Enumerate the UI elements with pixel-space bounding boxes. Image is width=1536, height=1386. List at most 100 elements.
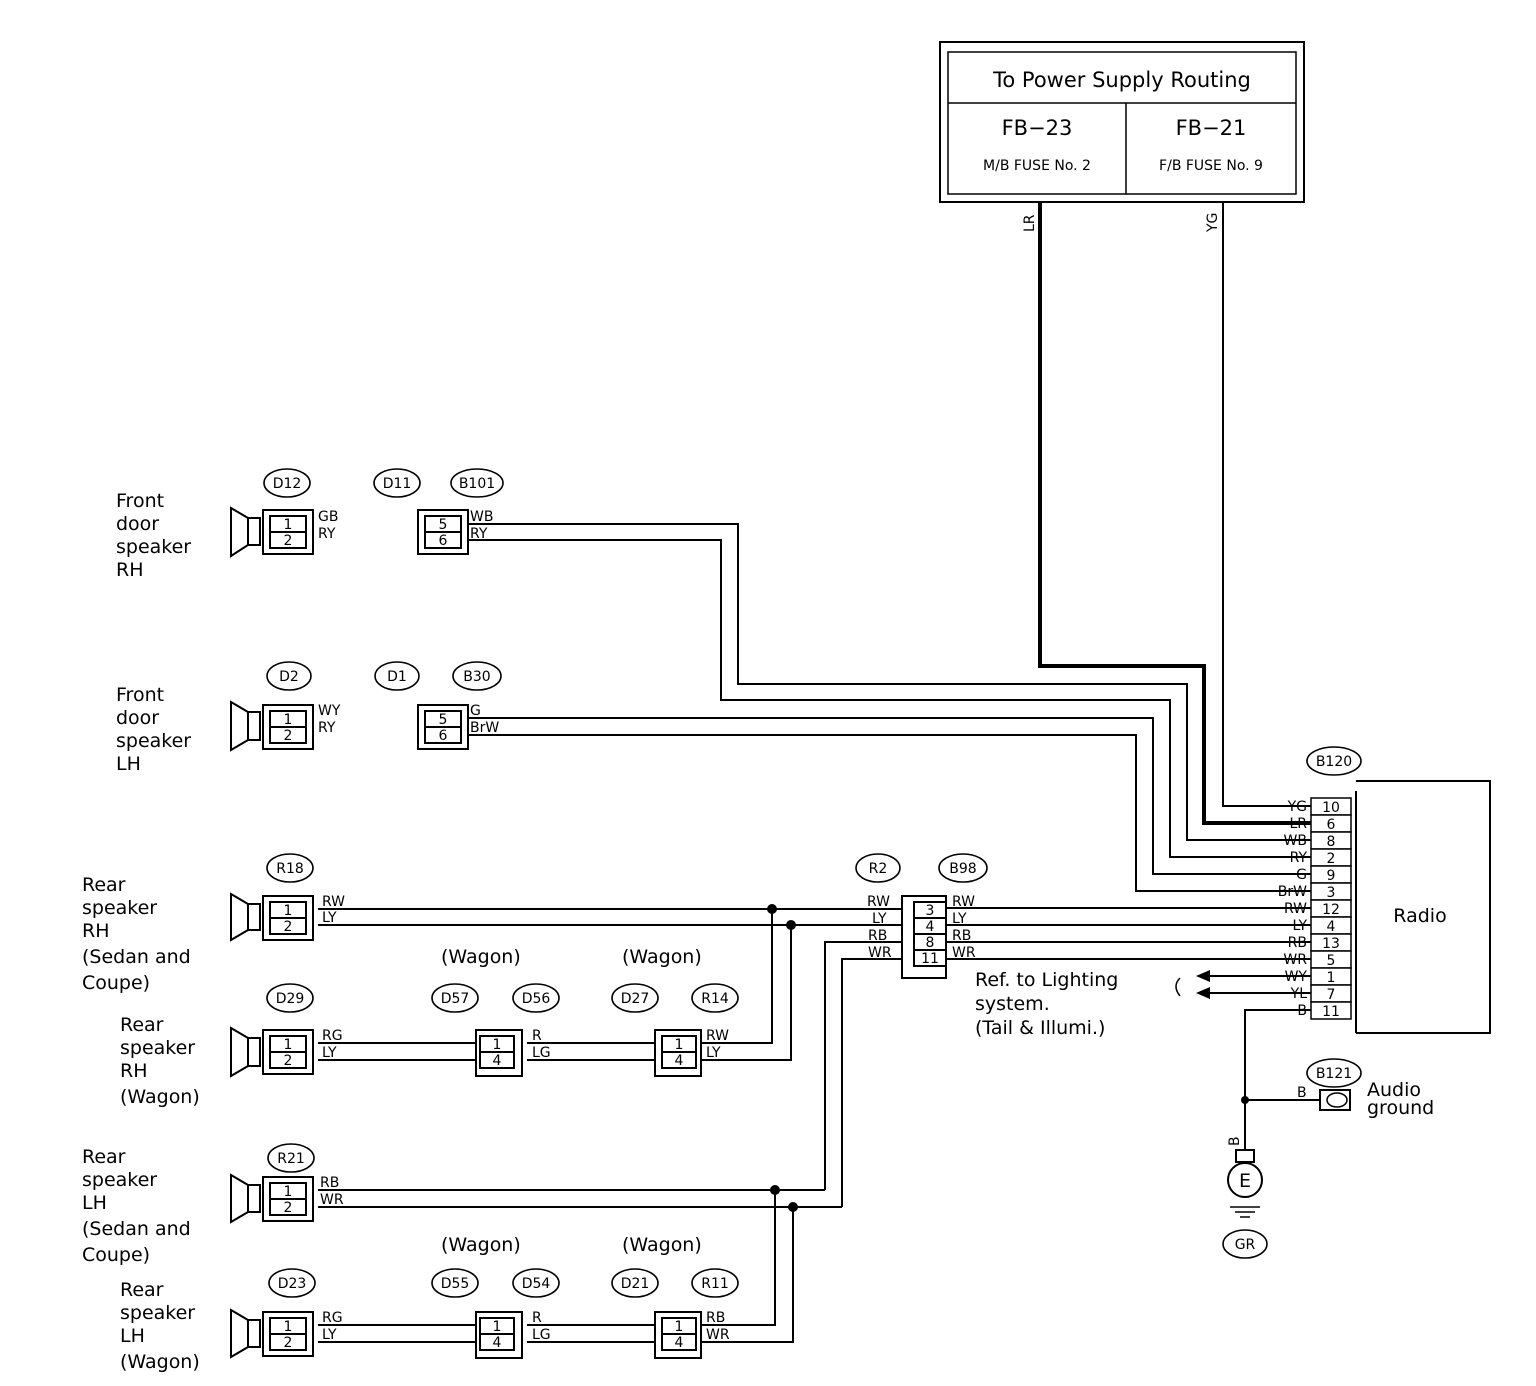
speaker-icons (230, 506, 261, 1359)
wagon-label: (Wagon) (441, 946, 521, 968)
audio-ground-label: Audio ground (1367, 1079, 1434, 1119)
speaker-front-lh-icon (230, 700, 261, 752)
svg-text:R2: R2 (869, 861, 888, 877)
connector-d23-block: 1 2 (262, 1311, 314, 1357)
speaker-rear-lh-sedan-label: Rear speaker LH (Sedan and Coupe) (82, 1146, 197, 1266)
radio-unit: Radio (1355, 780, 1491, 1034)
connector-d21-r11-block: 1 4 (654, 1311, 702, 1359)
svg-text:B121: B121 (1316, 1066, 1352, 1082)
svg-text:4: 4 (926, 919, 935, 935)
svg-text:1: 1 (284, 903, 293, 919)
radio-wire-color: WB (1284, 833, 1307, 849)
connector-ids: D12 D11 B101 D2 D1 B30 R18 R2 B98 D29 D5… (263, 468, 1362, 1298)
wire-label: LG (532, 1327, 551, 1343)
svg-text:3: 3 (926, 903, 935, 919)
power-supply-box: To Power Supply Routing FB−23 M/B FUSE N… (939, 41, 1305, 203)
svg-text:1: 1 (284, 712, 293, 728)
radio-wire-color: WR (1283, 952, 1307, 968)
radio-pin-number: 2 (1327, 851, 1336, 867)
svg-text:D27: D27 (621, 991, 650, 1007)
connector-d55-id: D55 (431, 1268, 479, 1298)
radio-pin-row: 6 LR (1289, 814, 1352, 833)
radio-wire-color: G (1296, 867, 1307, 883)
connector-r18-block: 1 2 (262, 895, 314, 941)
radio-pin-row: 8 WB (1284, 831, 1352, 850)
radio-wire-color: YL (1290, 986, 1308, 1002)
speaker-wires (467, 523, 1320, 1150)
svg-text:2: 2 (284, 1053, 293, 1069)
svg-text:B30: B30 (463, 669, 490, 685)
wire-label: LY (322, 910, 337, 926)
connector-b101-id: B101 (450, 468, 504, 498)
wire-label: GB (318, 509, 338, 525)
svg-text:D55: D55 (441, 1276, 470, 1292)
radio-wire-color: RY (1290, 850, 1308, 866)
fb23-label: FB−23 (1002, 116, 1073, 140)
lighting-reference: Ref. to Lighting system. (Tail & Illumi.… (975, 969, 1181, 1039)
connector-b101-block: 5 6 (417, 509, 469, 555)
radio-pin-number: 8 (1327, 834, 1336, 850)
wire-label: RG (322, 1028, 343, 1044)
ground-e-label: E (1239, 1170, 1251, 1192)
speaker-front-rh-icon (230, 506, 261, 558)
connector-d1-id: D1 (374, 661, 420, 691)
wire-lr-label: LR (1022, 214, 1038, 232)
radio-pin-row: 1WY (1285, 967, 1352, 986)
svg-text:2: 2 (284, 919, 293, 935)
wire-label: LY (872, 911, 887, 927)
svg-text:D56: D56 (522, 991, 551, 1007)
wire-label: B (1297, 1085, 1307, 1101)
connector-b120-id: B120 (1306, 746, 1362, 776)
radio-connector-b120: 10YG6LR8WB2RY9G3BrW12RW4LY13RB5WR1WY7YL1… (1278, 797, 1352, 1020)
wire-label: WR (868, 945, 892, 961)
connector-r18-id: R18 (266, 853, 314, 883)
svg-text:D1: D1 (387, 669, 407, 685)
connector-d55-d54-block: 1 4 (475, 1311, 523, 1359)
wire-label: R (532, 1310, 542, 1326)
connector-r14-id: R14 (691, 983, 739, 1013)
connector-d12-id: D12 (263, 468, 311, 498)
radio-wire-color: LY (1293, 918, 1308, 934)
speaker-rear-rh-wagon-label: Rear speaker RH (Wagon) (120, 1014, 201, 1108)
radio-pin-number: 3 (1327, 885, 1336, 901)
wire-label: RW (867, 894, 890, 910)
wire-label: RW (322, 894, 345, 910)
wire-label: WR (952, 945, 976, 961)
wire-color-labels: GB RY WB RY WY RY G BrW RW LY RW LY RB W… (318, 509, 1307, 1343)
connector-gr-id: GR (1222, 1229, 1268, 1259)
connector-b30-id: B30 (452, 661, 502, 691)
wire-label: G (470, 703, 481, 719)
wire-label: LY (706, 1045, 721, 1061)
svg-text:8: 8 (926, 935, 935, 951)
speaker-rear-lh-wagon-label: Rear speaker LH (Wagon) (120, 1279, 201, 1373)
radio-pin-row: 2 RY (1290, 848, 1352, 867)
wagon-label: (Wagon) (622, 1234, 702, 1256)
speaker-front-lh-label: Front door speaker LH (116, 684, 197, 775)
wire-label: LY (322, 1045, 337, 1061)
svg-text:1: 1 (284, 1319, 293, 1335)
svg-text:2: 2 (284, 1200, 293, 1216)
radio-pin-number: 4 (1327, 919, 1336, 935)
connector-r21-block: 1 2 (262, 1176, 314, 1222)
power-box-title: To Power Supply Routing (992, 68, 1251, 92)
wire-label: RW (952, 894, 975, 910)
svg-text:D11: D11 (383, 476, 412, 492)
lighting-ref-label: Ref. to Lighting system. (Tail & Illumi.… (975, 969, 1124, 1039)
connector-d27-r14-block: 1 4 (654, 1029, 702, 1077)
connector-d27-id: D27 (611, 983, 659, 1013)
wire-label: RB (868, 928, 887, 944)
connector-d29-id: D29 (266, 983, 314, 1013)
radio-wire-color: LR (1289, 816, 1307, 832)
radio-pin-number: 6 (1327, 817, 1336, 833)
wire-label: WR (706, 1327, 730, 1343)
svg-text:R21: R21 (277, 1151, 305, 1167)
radio-wire-color: RB (1288, 935, 1307, 951)
connector-d54-id: D54 (512, 1268, 560, 1298)
connector-d29-block: 1 2 (262, 1029, 314, 1075)
connector-b121-id: B121 (1306, 1058, 1362, 1088)
connector-r2-b98-block: 3 4 8 11 (901, 895, 947, 979)
